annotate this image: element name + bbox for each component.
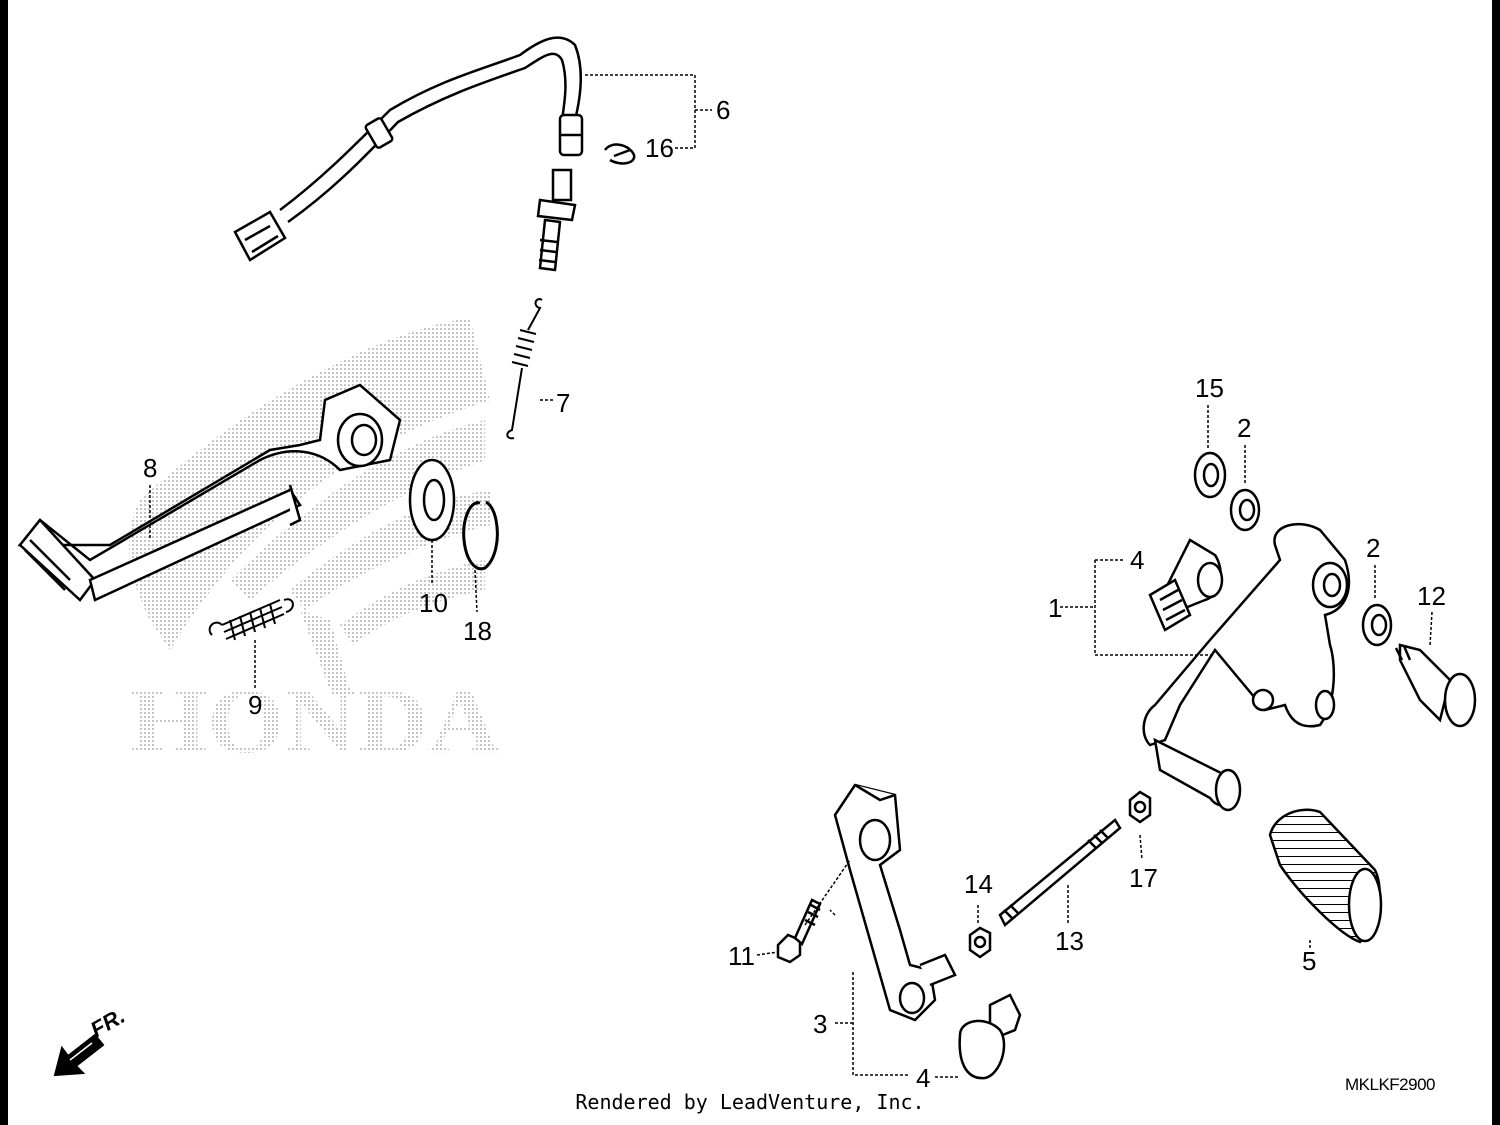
part-11-bolt — [776, 898, 822, 964]
callout-8: 8 — [143, 453, 157, 483]
part-7-spring — [506, 298, 543, 440]
frame-right-border — [1492, 0, 1500, 1125]
part-16-clip — [603, 143, 636, 165]
part-4-joint-lower — [958, 993, 1022, 1080]
callout-18: 18 — [463, 616, 492, 646]
callout-12: 12 — [1417, 581, 1446, 611]
part-8-brake-pedal — [17, 383, 402, 602]
callout-9: 9 — [248, 690, 262, 720]
callout-1: 1 — [1048, 593, 1062, 623]
callout-14: 14 — [964, 869, 993, 899]
part-17-nut — [1128, 790, 1152, 824]
part-9-spring — [208, 598, 294, 641]
part-1-gearshift-pedal — [1142, 522, 1351, 812]
footer-credit: Rendered by LeadVenture, Inc. — [575, 1090, 925, 1114]
front-arrow-icon: FR. — [53, 1003, 129, 1077]
part-12-pivot-bolt — [1394, 643, 1477, 728]
callout-5: 5 — [1302, 946, 1316, 976]
part-10-washer — [408, 458, 456, 542]
callout-2-upper: 2 — [1237, 413, 1251, 443]
callout-6: 6 — [716, 95, 730, 125]
part-4-joint-upper — [1148, 538, 1224, 632]
part-5-pedal-rubber — [1268, 808, 1383, 944]
callout-15: 15 — [1195, 373, 1224, 403]
callout-4-upper: 4 — [1130, 545, 1144, 575]
part-13-tie-rod — [998, 818, 1122, 927]
part-15-washer — [1193, 451, 1227, 499]
part-2-seal-upper — [1229, 488, 1261, 532]
diagram-code: MKLKF2900 — [1345, 1075, 1436, 1094]
part-3-shift-arm — [833, 783, 957, 1022]
part-2-seal-right — [1361, 603, 1393, 647]
callout-17: 17 — [1129, 863, 1158, 893]
honda-watermark-text: HONDA — [130, 670, 500, 772]
part-14-nut — [968, 926, 992, 959]
callout-7: 7 — [556, 388, 570, 418]
callout-3: 3 — [813, 1009, 827, 1039]
callout-13: 13 — [1055, 926, 1084, 956]
callout-labels: 1 2 2 3 4 4 5 6 7 8 9 10 11 12 13 14 15 … — [143, 95, 1446, 1093]
callout-4-lower: 4 — [916, 1063, 930, 1093]
frame-left-border — [0, 0, 8, 1125]
callout-16: 16 — [645, 133, 674, 163]
part-6-stop-switch-harness — [233, 36, 584, 272]
leader-lines — [149, 74, 1433, 1078]
part-18-circlip — [462, 500, 499, 571]
callout-2-right: 2 — [1366, 533, 1380, 563]
callout-10: 10 — [419, 588, 448, 618]
callout-11: 11 — [728, 941, 755, 971]
